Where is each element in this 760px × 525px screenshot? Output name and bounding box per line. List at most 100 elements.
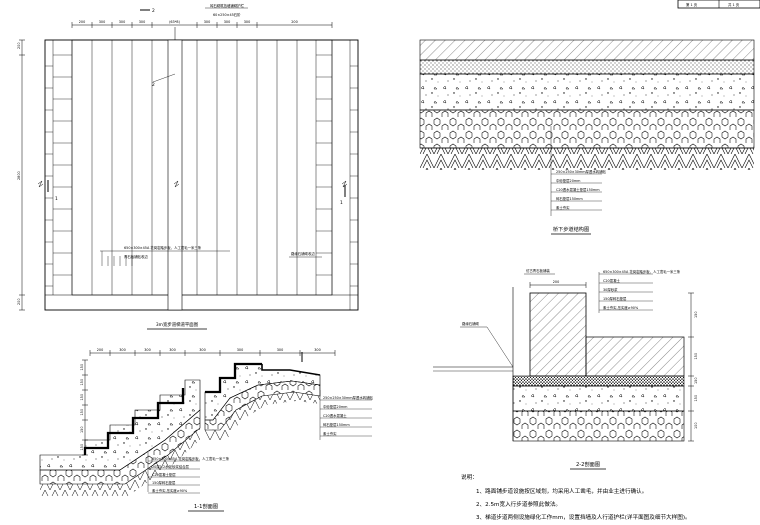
s2-layer-0: 650×300×45A 花岗岩踏步板，人工凿毛一米三条 [603, 269, 681, 274]
section-mark-2-mid: 2 [152, 82, 155, 88]
s2-paving [585, 336, 685, 377]
s2-right-dim-0: 150 [694, 312, 698, 318]
plan-callout-top-1: 60×250×45石阶 [213, 12, 241, 17]
title-block: 第 1 页 共 1 页 [677, 0, 760, 9]
walkway-layer-paver [419, 39, 755, 61]
plan-left-dimensions: 200 2800 200 [17, 39, 25, 311]
plan-left-wall [52, 40, 73, 295]
sheet-label: 第 1 页 [686, 2, 698, 7]
notes-title: 说明： [461, 473, 478, 481]
s1-title: 1-1剖面图 [194, 502, 218, 510]
note-item-2: 3、梯道步道两侧设施绿化工作mm，设置挡墙及人行道护栏(详平面图及细节大样图)。 [476, 513, 691, 521]
plan-left-dim-2: 200 [17, 299, 21, 305]
s1-left-dim-0: 150 [80, 364, 84, 370]
s2-curb [529, 292, 587, 377]
s1-layer-right-0: 250×250×30mm厚透水砖铺贴 [323, 395, 373, 400]
s1-layer-left-4: 素土夯实,压实度≥90% [152, 488, 188, 493]
plan-top-dimensions: 200 300 300 300 (63*8) 300 300 300 200 [71, 20, 333, 28]
plan-top-dim-0: 200 [79, 20, 85, 24]
s1-left-dim-3: 150 [80, 409, 84, 415]
walkway-layer-2: C20透水混凝土垫层150mm [556, 187, 600, 192]
s2-left-callout: 路缘石铺砌 [462, 321, 480, 326]
s2-title: 2-2剖面图 [576, 460, 600, 468]
plan-left-dim-0: 200 [17, 43, 21, 49]
walkway-layer-3: 碎石垫层150mm [556, 196, 583, 201]
section-mark-1-right: 1 [340, 200, 343, 206]
total-label: 共 1 页 [728, 2, 740, 7]
s1-layer-right-3: 碎石垫层150mm [323, 422, 350, 427]
section-mark-2-top: 2 [152, 8, 155, 14]
plan-step-lines [91, 40, 278, 295]
walkway-view: 250×250×30mm厚透水砖铺贴中砂垫层20mmC20透水混凝土垫层150m… [419, 39, 755, 235]
s2-right-dim-3: 150 [694, 395, 698, 401]
note-item-0: 1、路面铺步道设施按区域划，均采用人工凿毛，并由业主进行确认。 [476, 487, 647, 495]
plan-callout-top-0: 砖石砌筑挡墙铺砌护栏 [210, 3, 245, 8]
walkway-title: 桥下步道结构图 [553, 225, 589, 233]
plan-top-dim-6: 300 [224, 20, 230, 24]
plan-callout-lower-0: 650×300×45A 花岗岩踏步板，人工凿毛一米三条 [124, 245, 202, 250]
plan-callout-right: 路缘石铺砌收边 [291, 251, 315, 256]
s2-concrete [512, 385, 685, 412]
s1-left-dim-4: 150 [80, 427, 84, 433]
s2-layer-1: C20混凝土 [603, 278, 620, 283]
s1-left-dim-5: 150 [80, 444, 84, 450]
section-1-view: 200 300 300 300 300 300 300 300 150 150 150 150 150… [39, 348, 373, 512]
s1-top-dim-7: 300 [314, 348, 320, 352]
s1-layer-right-2: C20透水混凝土 [323, 413, 347, 418]
plan-wall-blocks [45, 54, 358, 287]
plan-top-dim-1: 300 [99, 20, 105, 24]
plan-right-wall [296, 40, 351, 310]
s1-left-dim-1: 150 [80, 379, 84, 385]
walkway-layer-0: 250×250×30mm厚透水砖铺贴 [556, 169, 606, 174]
s2-layer-2: 30厚砂浆 [603, 287, 618, 292]
walkway-layer-soil [420, 148, 754, 170]
note-item-1: 2、2.5m宽入行步道参照此做法。 [476, 500, 561, 508]
section-2-view: 路缘石铺砌 150 150 150 150 100 仿古青石板铺装 200 650×30… [433, 268, 698, 470]
walkway-layer-concrete [419, 73, 755, 111]
s1-layer-left-1: 20厚1:2水泥砂浆结合层 [152, 464, 190, 469]
section-mark-1-left: 1 [55, 196, 58, 202]
s2-top-dim: 200 [553, 280, 559, 284]
s2-top-callout: 仿古青石板铺装 [526, 268, 550, 273]
s1-top-dim-4: 300 [199, 348, 205, 352]
s2-gravel [512, 410, 685, 442]
s2-layer-4: 素土夯实,压实度≥90% [603, 305, 639, 310]
walkway-layer-1: 中砂垫层20mm [556, 178, 581, 183]
s2-right-dim-4: 100 [694, 423, 698, 429]
walkway-layer-4: 素土夯实 [556, 205, 570, 210]
plan-top-dim-4: (63*8) [169, 20, 180, 24]
s1-left-dim-2: 150 [80, 394, 84, 400]
s2-right-dim-1: 150 [694, 353, 698, 359]
s1-top-dim-3: 300 [169, 348, 175, 352]
plan-title: 3m宽步道梯道平面图 [156, 321, 199, 328]
s2-layer-3: 150厚碎石垫层 [603, 296, 627, 301]
s1-top-dim-6: 300 [277, 348, 283, 352]
walkway-layer-gravel [419, 109, 755, 149]
s1-top-dim-0: 200 [97, 348, 103, 352]
s1-top-dim-2: 300 [144, 348, 150, 352]
walkway-layer-sand [419, 59, 755, 75]
s1-layer-left-2: C20混凝土垫层 [152, 472, 176, 477]
s1-layer-left-3: 150厚碎石垫层 [152, 480, 176, 485]
plan-top-dim-8: 200 [291, 20, 297, 24]
plan-top-dim-3: 300 [139, 20, 145, 24]
plan-callout-lower-1: 青石板铺贴收边 [124, 254, 148, 259]
s1-top-dim-1: 300 [119, 348, 125, 352]
plan-top-dim-7: 300 [244, 20, 250, 24]
plan-top-dim-5: 300 [204, 20, 210, 24]
plan-view: 200 300 300 300 (63*8) 300 300 300 200 200 2800 … [17, 3, 359, 330]
s1-layer-left-0: 650×300×45A 花岗岩踏步板，人工凿毛一米三条 [152, 456, 230, 461]
s1-layer-right-4: 素土夯实 [323, 431, 337, 436]
notes-block: 说明： 1、路面铺步道设施按区域划，均采用人工凿毛，并由业主进行确认。 2、2.… [461, 473, 691, 521]
s1-top-dim-5: 300 [237, 348, 243, 352]
plan-center-column [167, 27, 183, 311]
s2-right-dim-2: 150 [694, 378, 698, 384]
s2-mortar [512, 375, 685, 387]
plan-top-dim-2: 300 [119, 20, 125, 24]
s1-left-soil [40, 428, 200, 496]
plan-section-marks: 2 2 1 1 [47, 8, 346, 206]
s1-right-soil [205, 392, 320, 440]
plan-left-dim-1: 2800 [17, 171, 21, 180]
